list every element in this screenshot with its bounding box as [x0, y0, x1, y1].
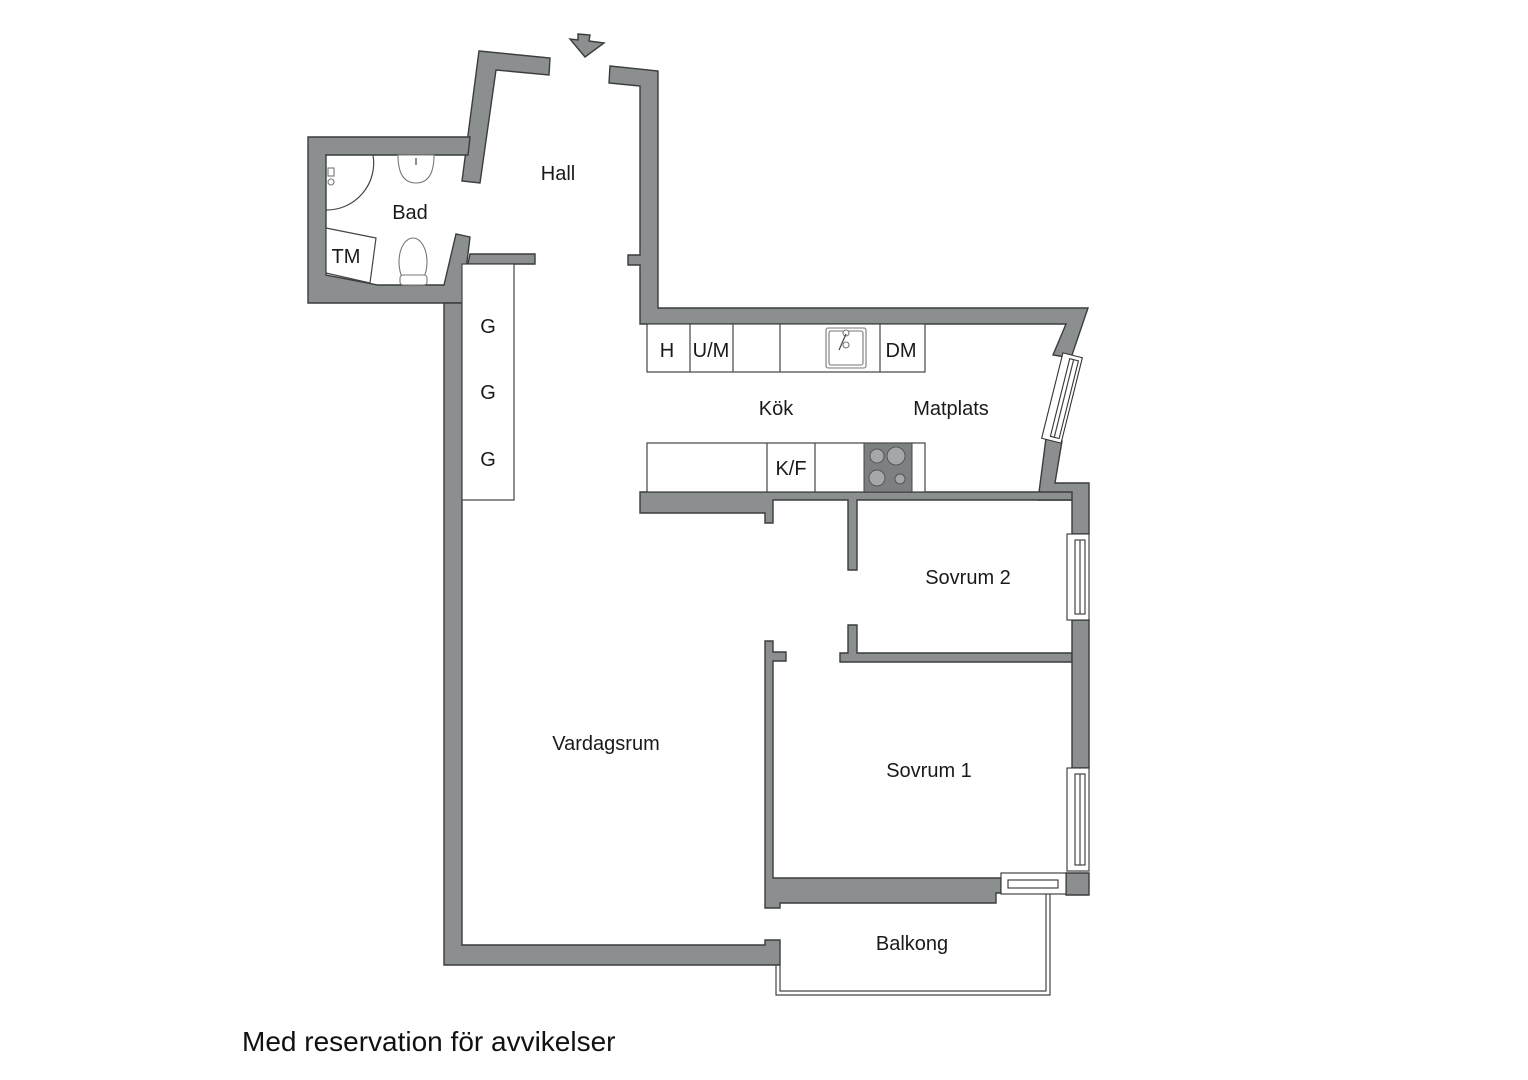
washbasin-icon [397, 154, 435, 184]
toilet-icon [398, 237, 428, 287]
wall-corner-bottom-right [1065, 872, 1090, 896]
wardrobe-label: G [480, 316, 496, 338]
wall-wardrobe-top [467, 253, 536, 265]
shower-icon [327, 167, 335, 186]
wardrobe-label: G [480, 449, 496, 471]
wall-hall-left-upper [461, 50, 551, 184]
sink-icon [825, 327, 867, 369]
fixture-label-h: H [659, 340, 675, 362]
fixture-label-dm: DM [885, 340, 917, 362]
wall-kitchen-bottom [639, 491, 1073, 571]
room-label-sovrum1: Sovrum 1 [886, 760, 972, 782]
window-bedroom2 [1066, 533, 1090, 621]
room-label-vardagsrum: Vardagsrum [552, 733, 660, 755]
kitchen-bottom-counter [646, 442, 926, 493]
wall-hall-right-kitchen-top [608, 65, 1089, 359]
fixture-label-kf: K/F [775, 458, 807, 480]
room-label-matplats: Matplats [913, 398, 989, 420]
wall-right-middle [1071, 619, 1090, 769]
kitchen-top-counter [646, 323, 926, 373]
wardrobe-label: G [480, 382, 496, 404]
washing-machine-cabinet [325, 227, 377, 284]
room-label-bad: Bad [392, 202, 428, 224]
room-label-balkong: Balkong [875, 933, 949, 955]
disclaimer-text: Med reservation för avvikelser [242, 1026, 616, 1057]
fixture-label-um: U/M [692, 340, 730, 362]
wardrobe [461, 263, 515, 501]
bathroom-fixtures [325, 154, 435, 287]
window-bedroom1 [1066, 767, 1090, 872]
wall-kitchen-right-lower [1037, 437, 1090, 535]
stove-icon [863, 442, 913, 493]
room-label-tm: TM [331, 246, 361, 268]
balcony-door [1000, 872, 1067, 895]
wall-bedroom2-bottom [839, 624, 1073, 663]
room-label-sovrum2: Sovrum 2 [925, 567, 1011, 589]
room-label-kok: Kök [758, 398, 794, 420]
wall-living-left [443, 302, 781, 966]
window-kitchen [1040, 352, 1084, 444]
balcony-railing [775, 894, 1051, 996]
room-label-hall: Hall [540, 163, 576, 185]
wall-bathroom [307, 136, 471, 304]
entrance-arrow-icon [568, 33, 606, 58]
